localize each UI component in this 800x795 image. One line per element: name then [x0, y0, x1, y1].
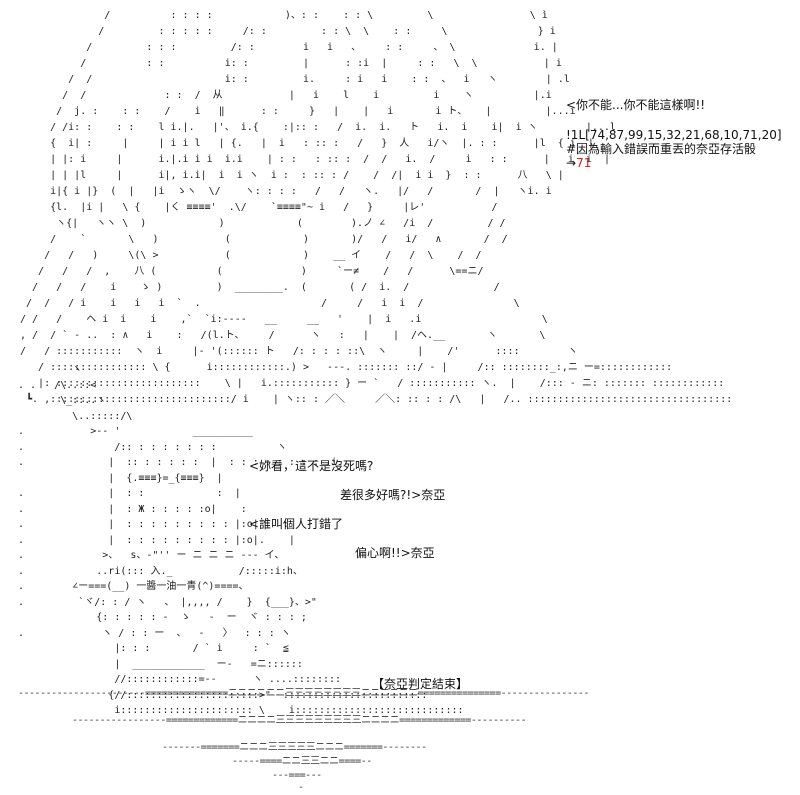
bottom-line-3: <誰叫個人打錯了	[249, 517, 344, 531]
sign-text: 一醬一油一青	[136, 581, 197, 592]
top-ascii-art: / : : : : )、: : : : \ \ \ ì / : : : : : …	[20, 10, 733, 405]
conclusion-label: 【奈亞判定結束】	[372, 677, 469, 691]
bottom-line-4: 偏心啊!!>奈亞	[355, 546, 435, 560]
divider-rule-4: ‐‐‐‐‐====ニニ三三ニニ====‐‐‐‐	[232, 756, 372, 767]
bottom-line-2: 差很多好嗎?!>奈亞	[340, 488, 446, 502]
bottom-line-1: <妳看，這不是沒死嗎?	[249, 459, 374, 473]
dice-caption: #因為輸入錯誤而重丟的奈亞存活骰	[566, 142, 757, 156]
bottom-ascii-art: ヽ . . /\..::< \_::..ヽ \..:::::/\ . >‐‐ '…	[18, 364, 464, 716]
top-dialogue: <你不能...你不能這樣啊!!	[566, 98, 706, 112]
divider-rule-6: ‐	[298, 782, 304, 793]
dice-command: !1L[74,87,99,15,32,21,68,10,71,20]	[566, 128, 782, 142]
face-symbol: Ж	[138, 503, 145, 515]
dice-arrow: →	[566, 156, 577, 170]
divider-rule-3: ‐‐‐‐‐‐‐=======ニニニ三三三三三ニニニ=======‐‐‐‐‐‐‐‐	[162, 742, 427, 753]
divider-rule-5: ‐‐‐===‐‐‐	[272, 770, 322, 781]
divider-rule-1: ‐‐‐‐‐‐‐‐‐‐‐‐‐‐‐‐‐‐‐‐‐‐‐===============ニニ…	[18, 688, 590, 699]
dice-result: 71	[576, 156, 592, 170]
dice-result-row: →71	[566, 156, 591, 170]
divider-rule-2: ‐‐‐‐‐‐‐‐‐‐‐‐‐‐‐‐‐=============ニニニニ三三三三三三…	[72, 715, 528, 726]
